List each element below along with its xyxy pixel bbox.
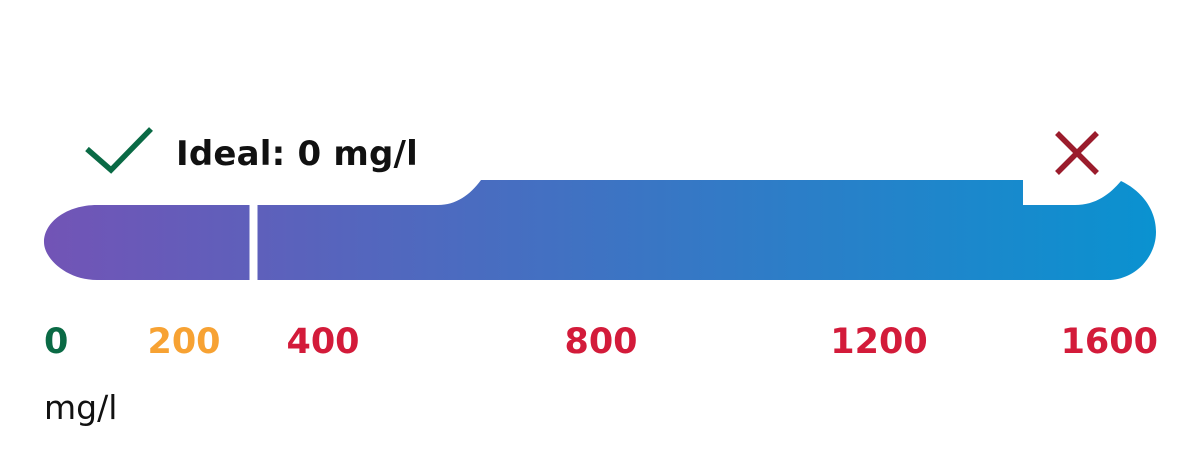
- tick-label-200: 200: [147, 322, 221, 362]
- tick-label-400: 400: [286, 322, 360, 362]
- tick-label-1600: 1600: [1060, 322, 1158, 362]
- cross-icon: [1055, 131, 1099, 175]
- tick-label-0: 0: [44, 322, 69, 362]
- ideal-label: Ideal: 0 mg/l: [176, 134, 419, 174]
- unit-label: mg/l: [44, 388, 118, 427]
- tick-label-1200: 1200: [830, 322, 928, 362]
- scale-marker-divider: [249, 202, 258, 283]
- checkmark-icon: [85, 127, 153, 174]
- gradient-scale-bar: [44, 180, 1156, 280]
- tick-label-800: 800: [564, 322, 638, 362]
